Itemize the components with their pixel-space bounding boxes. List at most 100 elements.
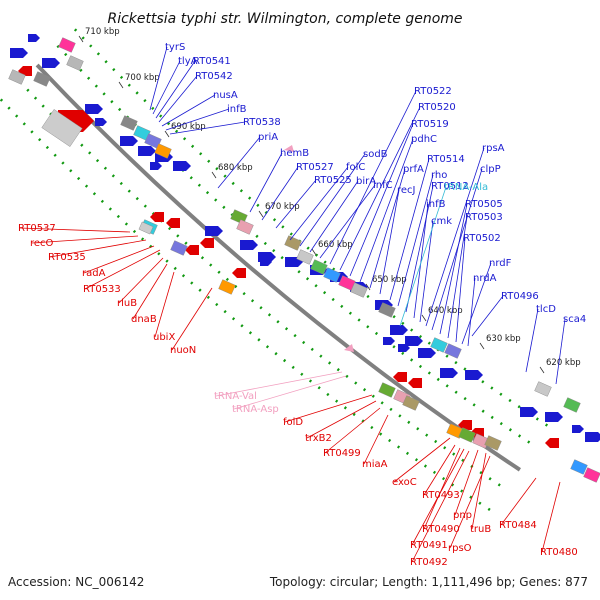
forward-gene-label-rt0542: RT0542 — [195, 71, 233, 82]
forward-gene-arrow — [440, 368, 458, 378]
leader-line-rt0541 — [155, 60, 196, 119]
feature-box — [323, 267, 341, 283]
forward-gene-arrow — [120, 136, 138, 146]
forward-gene-label-ihfb: ihfB — [426, 199, 446, 210]
tick-label-650-kbp: 650 kbp — [372, 275, 407, 285]
leader-line-rt0519 — [349, 123, 414, 277]
feature-box — [58, 37, 76, 53]
reverse-gene-arrow — [232, 268, 246, 278]
forward-gene-label-pdhc: pdhC — [411, 134, 437, 145]
forward-gene-label-rt0527: RT0527 — [296, 162, 334, 173]
forward-gene-label-tlcd: tlcD — [536, 304, 556, 315]
leader-line-folc — [289, 166, 349, 241]
forward-gene-label-rt0522: RT0522 — [414, 86, 452, 97]
forward-gene-label-bira: birA — [356, 176, 376, 187]
feature-box — [350, 282, 368, 298]
leader-line-rt0520 — [339, 106, 421, 271]
forward-gene-label-sodb: sodB — [363, 149, 388, 160]
tick-label-620-kbp: 620 kbp — [546, 358, 581, 368]
forward-gene-label-rt0525: RT0525 — [314, 175, 352, 186]
leader-line-rt0527 — [261, 166, 299, 221]
feature-box — [236, 219, 254, 235]
reverse-gene-arrow — [393, 372, 407, 382]
leader-line-ubix — [154, 271, 175, 338]
feature-box — [66, 55, 84, 71]
feature-box — [154, 143, 172, 159]
forward-gene-label-prfa: prfA — [403, 164, 424, 175]
leader-line-rt0533 — [84, 249, 161, 290]
reverse-gene-label-rt0484: RT0484 — [499, 520, 537, 531]
forward-gene-arrow — [572, 425, 584, 433]
feature-box — [310, 259, 328, 275]
forward-gene-label-clpp: clpP — [480, 164, 501, 175]
feature-box — [534, 381, 552, 397]
leader-line-pdhc — [359, 138, 414, 283]
feature-box — [402, 395, 420, 411]
leader-line-tlya — [152, 60, 181, 115]
forward-gene-label-rt0496: RT0496 — [501, 291, 539, 302]
forward-gene-label-infb: infB — [227, 104, 247, 115]
feature-box — [120, 115, 138, 131]
leader-line-dnab — [132, 263, 168, 320]
feature-box — [570, 459, 588, 475]
reverse-gene-label-rt0537: RT0537 — [18, 223, 56, 234]
trna-marker — [284, 145, 294, 152]
forward-gene-label-rpsa: rpsA — [482, 143, 505, 154]
forward-gene-arrow — [545, 412, 563, 422]
label-leader-lines — [19, 46, 566, 563]
feature-box — [170, 240, 188, 256]
reverse-gene-label-miaa: miaA — [362, 459, 388, 470]
feature-box — [218, 279, 236, 295]
leader-line-rt0525 — [275, 179, 317, 229]
tick-label-680-kbp: 680 kbp — [218, 163, 253, 173]
feature-box — [458, 427, 476, 443]
forward-gene-label-sca4: sca4 — [563, 314, 586, 325]
forward-gene-label-folc: folC — [346, 162, 365, 173]
reverse-gene-label-reco: recO — [30, 238, 54, 249]
leader-line-rt0512 — [405, 185, 434, 313]
leader-line-bira — [309, 180, 359, 253]
tick-label-630-kbp: 630 kbp — [486, 334, 521, 344]
map-title: Rickettsia typhi str. Wilmington, comple… — [107, 11, 462, 27]
leader-line-rt0493 — [423, 444, 456, 496]
leader-line-trna-asp — [233, 375, 347, 410]
forward-gene-arrow — [405, 336, 423, 346]
feature-box — [484, 435, 502, 451]
leader-line-trna-val — [215, 371, 343, 397]
leader-line-exoc — [393, 437, 451, 483]
leader-line-rho — [397, 174, 434, 307]
leader-line-sodb — [299, 153, 366, 247]
leader-line-miaa — [363, 414, 389, 465]
reverse-gene-label-rt0490: RT0490 — [422, 524, 460, 535]
leader-line-rt0480 — [541, 481, 561, 553]
feature-box — [563, 397, 581, 413]
leader-line-rt0499 — [324, 407, 381, 454]
reverse-gene-label-rada: radA — [82, 268, 106, 279]
leader-line-rt0492 — [411, 450, 470, 563]
leader-line-recj — [379, 189, 400, 295]
forward-gene-arrow — [465, 370, 483, 380]
reverse-gene-label-trxb2: trxB2 — [305, 433, 332, 444]
forward-gene-label-infc: infC — [373, 180, 393, 191]
forward-gene-arrow — [10, 48, 28, 58]
leader-line-fold — [284, 394, 373, 423]
feature-box — [138, 221, 154, 235]
leader-line-rt0491 — [411, 448, 465, 546]
forward-gene-arrow — [138, 146, 156, 156]
leader-line-nrdf — [461, 262, 492, 345]
feature-box — [430, 337, 448, 353]
leader-line-nusa — [161, 94, 216, 127]
feature-box — [33, 71, 51, 87]
forward-gene-label-rt0541: RT0541 — [193, 56, 231, 67]
leader-line-rt0484 — [500, 477, 537, 526]
forward-gene-label-rt0519: RT0519 — [411, 119, 449, 130]
reverse-gene-label-rt0480: RT0480 — [540, 547, 578, 558]
leader-line-rlub — [118, 257, 164, 304]
forward-gene-label-rt0512: RT0512 — [431, 181, 469, 192]
reverse-trna-label-trna-asp: tRNA-Asp — [232, 404, 279, 415]
leader-line-nuon — [171, 287, 213, 351]
forward-gene-arrow — [383, 337, 395, 345]
tick-label-660-kbp: 660 kbp — [318, 240, 353, 250]
forward-gene-label-rt0520: RT0520 — [418, 102, 456, 113]
